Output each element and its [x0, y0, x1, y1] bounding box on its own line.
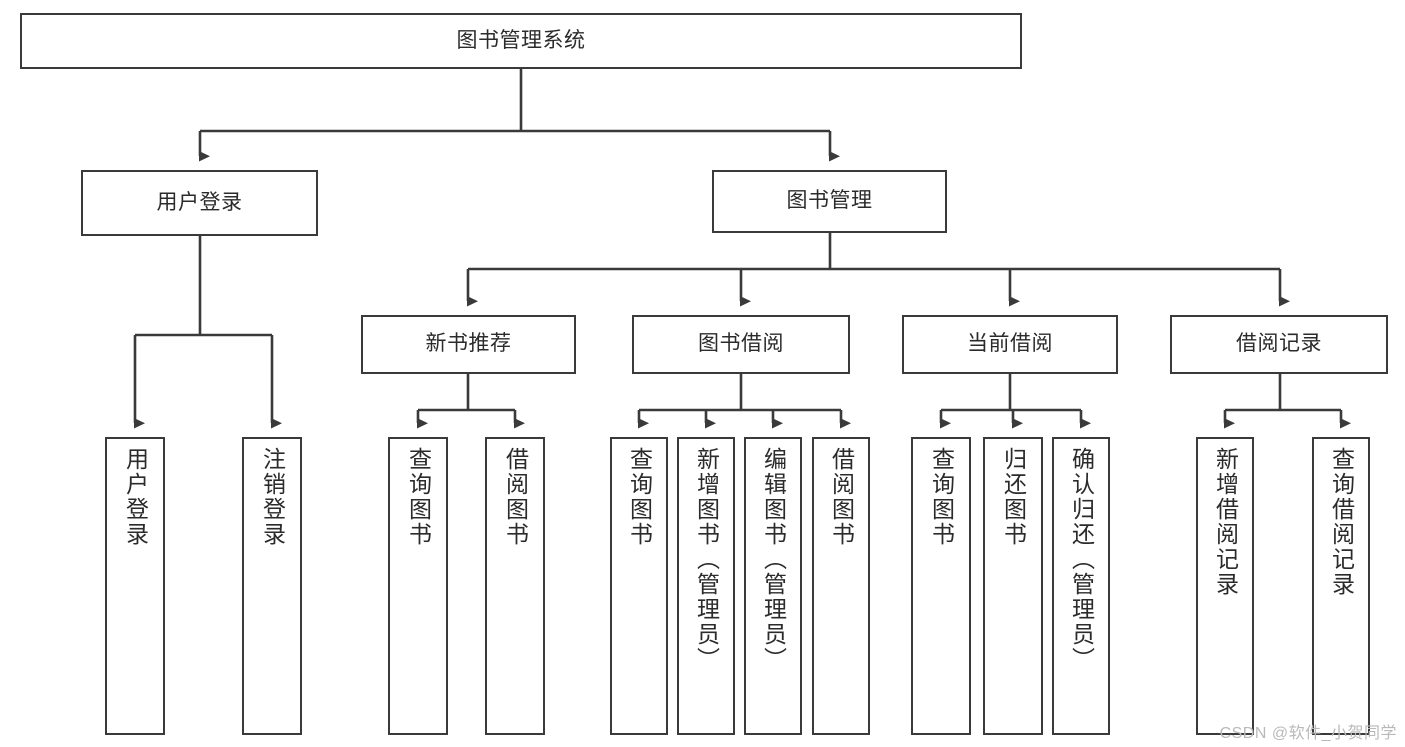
node-label: 新增图书（管理员）	[693, 447, 720, 672]
node-leaf-confirm-return-admin[interactable]: 确认归还（管理员）	[1052, 437, 1110, 735]
node-label: 图书管理	[786, 189, 873, 213]
node-label: 确认归还（管理员）	[1068, 447, 1095, 672]
node-new-book-recommend[interactable]: 新书推荐	[361, 315, 576, 374]
node-label: 查询图书	[626, 447, 653, 547]
node-label: 借阅图书	[828, 447, 855, 547]
node-leaf-edit-book-admin[interactable]: 编辑图书（管理员）	[744, 437, 802, 735]
node-leaf-add-borrow-record[interactable]: 新增借阅记录	[1196, 437, 1254, 735]
node-label: 查询图书	[928, 447, 955, 547]
node-label: 借阅图书	[502, 447, 529, 547]
node-label: 用户登录	[122, 447, 149, 547]
node-label: 当前借阅	[967, 332, 1053, 356]
node-label: 用户登录	[156, 190, 243, 214]
node-leaf-user-login[interactable]: 用户登录	[105, 437, 165, 735]
node-label: 归还图书	[1000, 447, 1027, 547]
node-book-manage[interactable]: 图书管理	[712, 170, 947, 233]
node-label: 借阅记录	[1236, 332, 1322, 356]
node-label: 图书借阅	[698, 332, 784, 356]
node-borrow-record[interactable]: 借阅记录	[1170, 315, 1388, 374]
node-book-borrow[interactable]: 图书借阅	[632, 315, 850, 374]
node-user-login[interactable]: 用户登录	[81, 170, 318, 236]
node-label: 新书推荐	[425, 332, 512, 356]
node-leaf-query-borrow-record[interactable]: 查询借阅记录	[1312, 437, 1370, 735]
node-leaf-query-book-current[interactable]: 查询图书	[911, 437, 971, 735]
node-label: 查询借阅记录	[1328, 447, 1355, 597]
node-label: 编辑图书（管理员）	[760, 447, 787, 672]
node-leaf-query-book-borrow[interactable]: 查询图书	[610, 437, 668, 735]
node-leaf-add-book-admin[interactable]: 新增图书（管理员）	[677, 437, 735, 735]
node-label: 查询图书	[405, 447, 432, 547]
node-root-system[interactable]: 图书管理系统	[20, 13, 1022, 69]
node-label: 注销登录	[259, 447, 286, 547]
node-label: 图书管理系统	[456, 28, 586, 52]
node-leaf-return-book[interactable]: 归还图书	[983, 437, 1043, 735]
node-current-borrow[interactable]: 当前借阅	[902, 315, 1118, 374]
node-leaf-borrow-book[interactable]: 借阅图书	[812, 437, 870, 735]
node-label: 新增借阅记录	[1212, 447, 1239, 597]
watermark-text: CSDN @软件_小贺同学	[1219, 725, 1397, 742]
node-leaf-query-book-recommend[interactable]: 查询图书	[388, 437, 448, 735]
node-leaf-borrow-book-recommend[interactable]: 借阅图书	[485, 437, 545, 735]
node-leaf-user-logout[interactable]: 注销登录	[242, 437, 302, 735]
